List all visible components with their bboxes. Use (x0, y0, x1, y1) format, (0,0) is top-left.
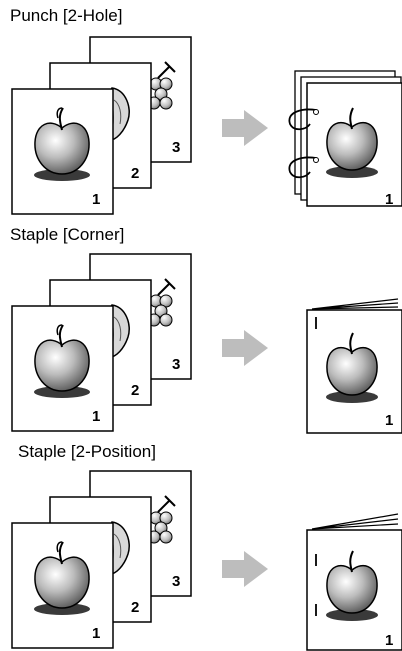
page-number: 1 (92, 191, 100, 208)
section-punch-2-hole: Punch [2-Hole] 3 2 (0, 0, 402, 217)
arrow-icon (222, 330, 268, 366)
arrow-icon (222, 110, 268, 146)
original-page-1: 1 (11, 305, 114, 432)
section-staple-2-position: Staple [2-Position] 3 2 (0, 434, 402, 651)
page-number: 1 (385, 632, 393, 649)
staple-2-position-diagram: 3 2 1 (11, 470, 402, 651)
page-number: 3 (172, 573, 180, 590)
section-title: Staple [Corner] (10, 225, 125, 244)
page-number: 3 (172, 139, 180, 156)
result-output: 1 (306, 513, 402, 651)
apple-icon (34, 541, 90, 615)
page-number: 1 (92, 625, 100, 642)
page-number: 1 (385, 412, 393, 429)
section-title: Punch [2-Hole] (10, 6, 123, 25)
page-number: 2 (131, 165, 139, 182)
apple-icon (326, 550, 378, 621)
page-number: 2 (131, 382, 139, 399)
page-number: 1 (92, 408, 100, 425)
original-page-1: 1 (11, 88, 114, 215)
page-number: 3 (172, 356, 180, 373)
section-staple-corner: Staple [Corner] 3 2 (0, 217, 402, 434)
staple-corner-diagram: 3 2 1 (11, 253, 402, 434)
arrow-icon (222, 551, 268, 587)
punch-hole-ring-icon (288, 108, 319, 131)
punch-diagram: 3 2 1 (11, 36, 402, 215)
apple-icon (34, 324, 90, 398)
grapes-icon (147, 278, 176, 327)
apple-icon (34, 107, 90, 181)
section-title: Staple [2-Position] (18, 442, 156, 461)
page-number: 2 (131, 599, 139, 616)
apple-icon (326, 332, 378, 403)
apple-icon (326, 107, 378, 178)
result-output: 1 (306, 298, 402, 434)
punch-hole-ring-icon (288, 156, 319, 179)
page-number: 1 (385, 191, 393, 208)
result-output: 1 (288, 70, 402, 208)
original-page-1: 1 (11, 522, 114, 649)
